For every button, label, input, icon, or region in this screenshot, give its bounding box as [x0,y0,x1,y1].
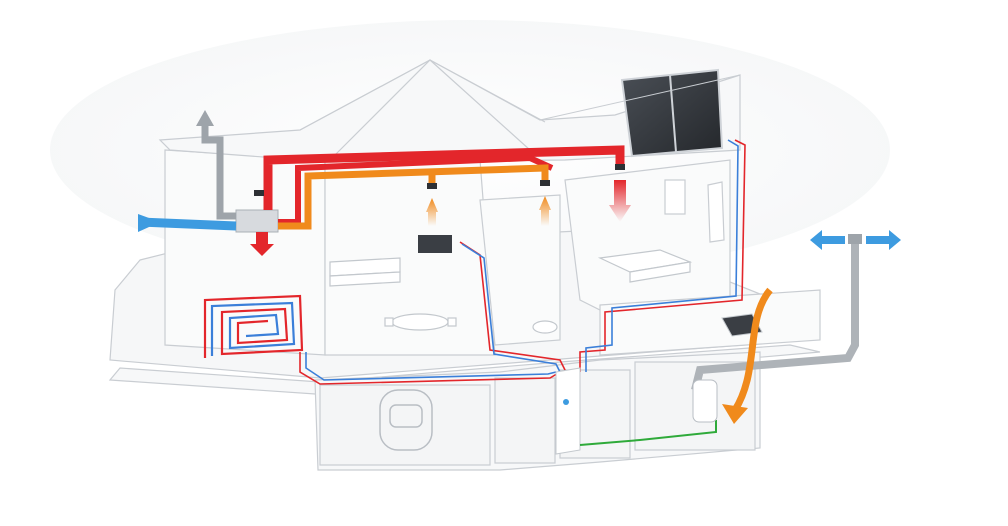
external-air-terminal [848,234,862,244]
warm-air-arrow [426,198,438,226]
window [664,179,725,243]
outdoor-air-arrow-right [866,230,901,250]
external-air-duct [691,244,859,391]
outdoor-warm-air-arrow [731,287,773,412]
air-handling-unit [692,379,718,423]
roof-edges [299,59,741,131]
kitchen-counter [329,257,401,287]
supply-duct-hot-loop [278,154,554,225]
bed-icon [597,249,693,283]
basement [319,361,756,466]
underfloor-heating-icon [203,294,304,358]
hot-air-arrow [250,232,274,256]
air-diffuser [254,164,625,196]
exhaust-duct [201,122,236,220]
car-icon [379,389,433,451]
sink-icon [532,320,558,334]
outdoor-warm-air-arrowhead [722,404,748,424]
heating-pipes [299,139,746,385]
exhaust-arrow [196,110,214,126]
supply-duct-warm [278,164,549,230]
supply-duct-hot [263,145,625,210]
ground-loop-pipe [579,420,717,446]
radiator-icon [418,235,452,253]
fresh-air-arrow [138,214,160,232]
warm-air-arrow [539,196,551,226]
outdoor-air-arrow-left [810,230,845,250]
heat-pump-icon [555,367,581,455]
solar-panel-icon [620,68,724,158]
table-icon [384,313,457,331]
ventilation-unit-icon [235,209,279,233]
hot-air-arrow [609,180,631,222]
